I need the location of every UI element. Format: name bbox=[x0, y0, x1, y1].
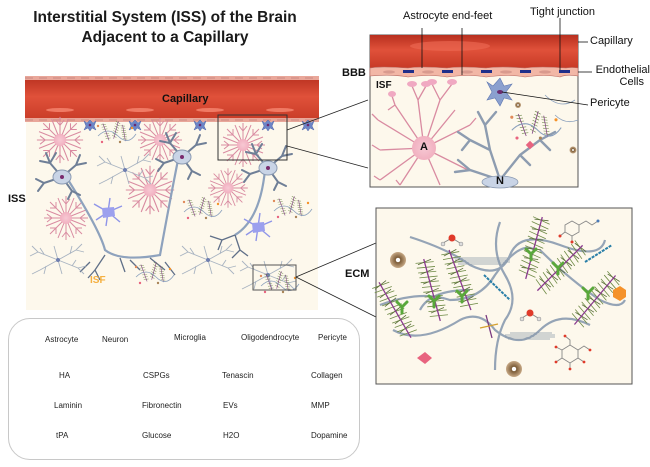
legend-label-pericyte: Pericyte bbox=[318, 333, 347, 342]
legend-label-tenascin: Tenascin bbox=[222, 371, 254, 380]
legend-label-fibronectin: Fibronectin bbox=[142, 401, 182, 410]
ecm-label: ECM bbox=[345, 268, 370, 280]
tight-junction-callout: Tight junction bbox=[530, 6, 596, 18]
figure-title: Interstitial System (ISS) of the Brain A… bbox=[20, 8, 310, 48]
legend-label-neuron: Neuron bbox=[102, 335, 129, 344]
laminin bbox=[479, 314, 499, 339]
legend-label-h2o: H2O bbox=[223, 431, 240, 440]
endothelial-cells bbox=[369, 66, 579, 78]
ha-strands bbox=[379, 221, 626, 371]
legend-label-oligodendrocyte: Oligodendrocyte bbox=[241, 333, 300, 342]
legend-label-evs: EVs bbox=[223, 401, 238, 410]
neuron-marker: N bbox=[496, 175, 504, 187]
h2o-molecule bbox=[440, 234, 464, 247]
inset-capillary bbox=[370, 35, 578, 68]
tight-junctions bbox=[403, 70, 570, 73]
bbb-label: BBB bbox=[342, 67, 366, 79]
legend-label-collagen: Collagen bbox=[311, 371, 343, 380]
legend-label-astrocyte: Astrocyte bbox=[45, 335, 79, 344]
overview-panel bbox=[25, 76, 377, 318]
overview-isf-label: ISF bbox=[90, 275, 106, 286]
inset-pericyte bbox=[486, 77, 513, 107]
mmp bbox=[417, 352, 432, 364]
endothelial-callout: Endothelial Cells bbox=[592, 64, 650, 88]
legend-label-laminin: Laminin bbox=[54, 401, 83, 410]
ecm-zoom-box bbox=[252, 264, 297, 291]
legend-label-glucose: Glucose bbox=[142, 431, 172, 440]
ecm-inset bbox=[370, 207, 633, 385]
legend: Astrocyte Neuron Microglia Oligodendrocy… bbox=[8, 318, 360, 460]
legend-label-tpa: tPA bbox=[56, 431, 69, 440]
figure-title-line1: Interstitial System (ISS) of the Brain bbox=[33, 9, 297, 26]
astrocyte-cell bbox=[36, 116, 84, 164]
astrocyte-end-feet-callout: Astrocyte end-feet bbox=[403, 10, 493, 22]
astrocyte-body bbox=[412, 136, 436, 160]
legend-label-ha: HA bbox=[59, 371, 71, 380]
endothelial-callout-line1: Endothelial bbox=[595, 64, 650, 76]
legend-label-dopamine: Dopamine bbox=[311, 431, 348, 440]
iss-label: ISS bbox=[8, 193, 26, 205]
ev bbox=[390, 252, 406, 268]
overview-capillary-label: Capillary bbox=[162, 93, 209, 105]
endothelial-callout-line2: Cells bbox=[619, 76, 644, 88]
figure-title-line2: Adjacent to a Capillary bbox=[81, 29, 249, 46]
legend-label-microglia: Microglia bbox=[174, 333, 207, 342]
inset-isf-label: ISF bbox=[376, 80, 392, 91]
fibronectin bbox=[452, 257, 555, 340]
capillary-callout: Capillary bbox=[590, 35, 633, 47]
astrocyte-marker: A bbox=[420, 141, 428, 153]
tpa bbox=[613, 286, 626, 301]
legend-label-mmp: MMP bbox=[311, 401, 330, 410]
bbb-inset bbox=[369, 18, 592, 189]
legend-label-cspgs: CSPGs bbox=[143, 371, 170, 380]
glucose bbox=[555, 335, 591, 369]
pericyte-callout: Pericyte bbox=[590, 97, 630, 109]
bbb-zoom-box bbox=[217, 114, 288, 161]
collagen bbox=[483, 244, 613, 301]
overview-capillary bbox=[25, 76, 319, 122]
